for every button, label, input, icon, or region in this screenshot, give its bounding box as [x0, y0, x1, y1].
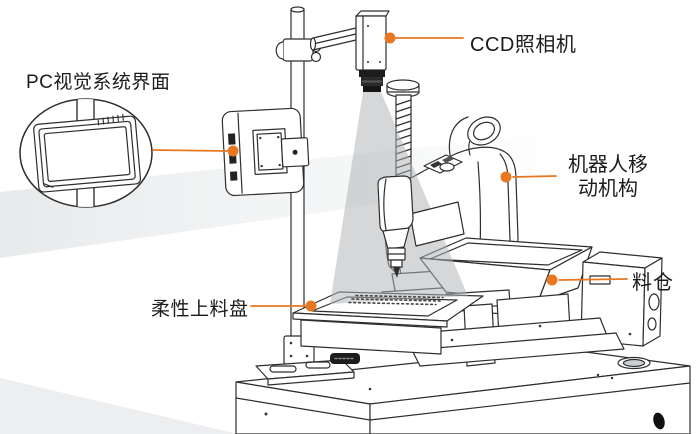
callout-leaders	[152, 37, 628, 307]
ccd-camera	[355, 10, 390, 92]
flexible-feeding-tray	[292, 291, 484, 355]
label-flexible-tray: 柔性上料盘	[151, 299, 249, 320]
leader-hopper	[558, 278, 628, 281]
dot-ccd-camera	[384, 32, 396, 44]
label-robot-mechanism: 机器人移 动机构	[568, 154, 648, 200]
pc-screen	[33, 113, 142, 193]
dot-hopper	[546, 274, 558, 286]
magnifier-bubble	[19, 98, 153, 208]
camera-arm	[275, 27, 357, 63]
leader-pc-vision	[152, 149, 228, 152]
indexing-unit	[580, 251, 663, 347]
label-pc-vision-ui: PC视觉系统界面	[26, 72, 171, 93]
connector-slot	[330, 353, 360, 364]
dot-robot-mechanism	[500, 171, 512, 183]
tray-dot-grid	[348, 294, 444, 306]
pc-monitor	[221, 107, 310, 197]
camera-lens	[359, 70, 385, 92]
label-ccd-camera: CCD照相机	[470, 34, 577, 56]
dot-pc-vision	[227, 145, 239, 157]
robot-spindle	[377, 175, 465, 278]
workbench-table	[235, 347, 691, 434]
leader-robot-mechanism	[512, 175, 557, 178]
table-side-hole	[653, 412, 665, 430]
callout-dots	[227, 32, 558, 312]
label-hopper: 料仓	[632, 272, 674, 294]
dot-flexible-tray	[305, 300, 317, 312]
